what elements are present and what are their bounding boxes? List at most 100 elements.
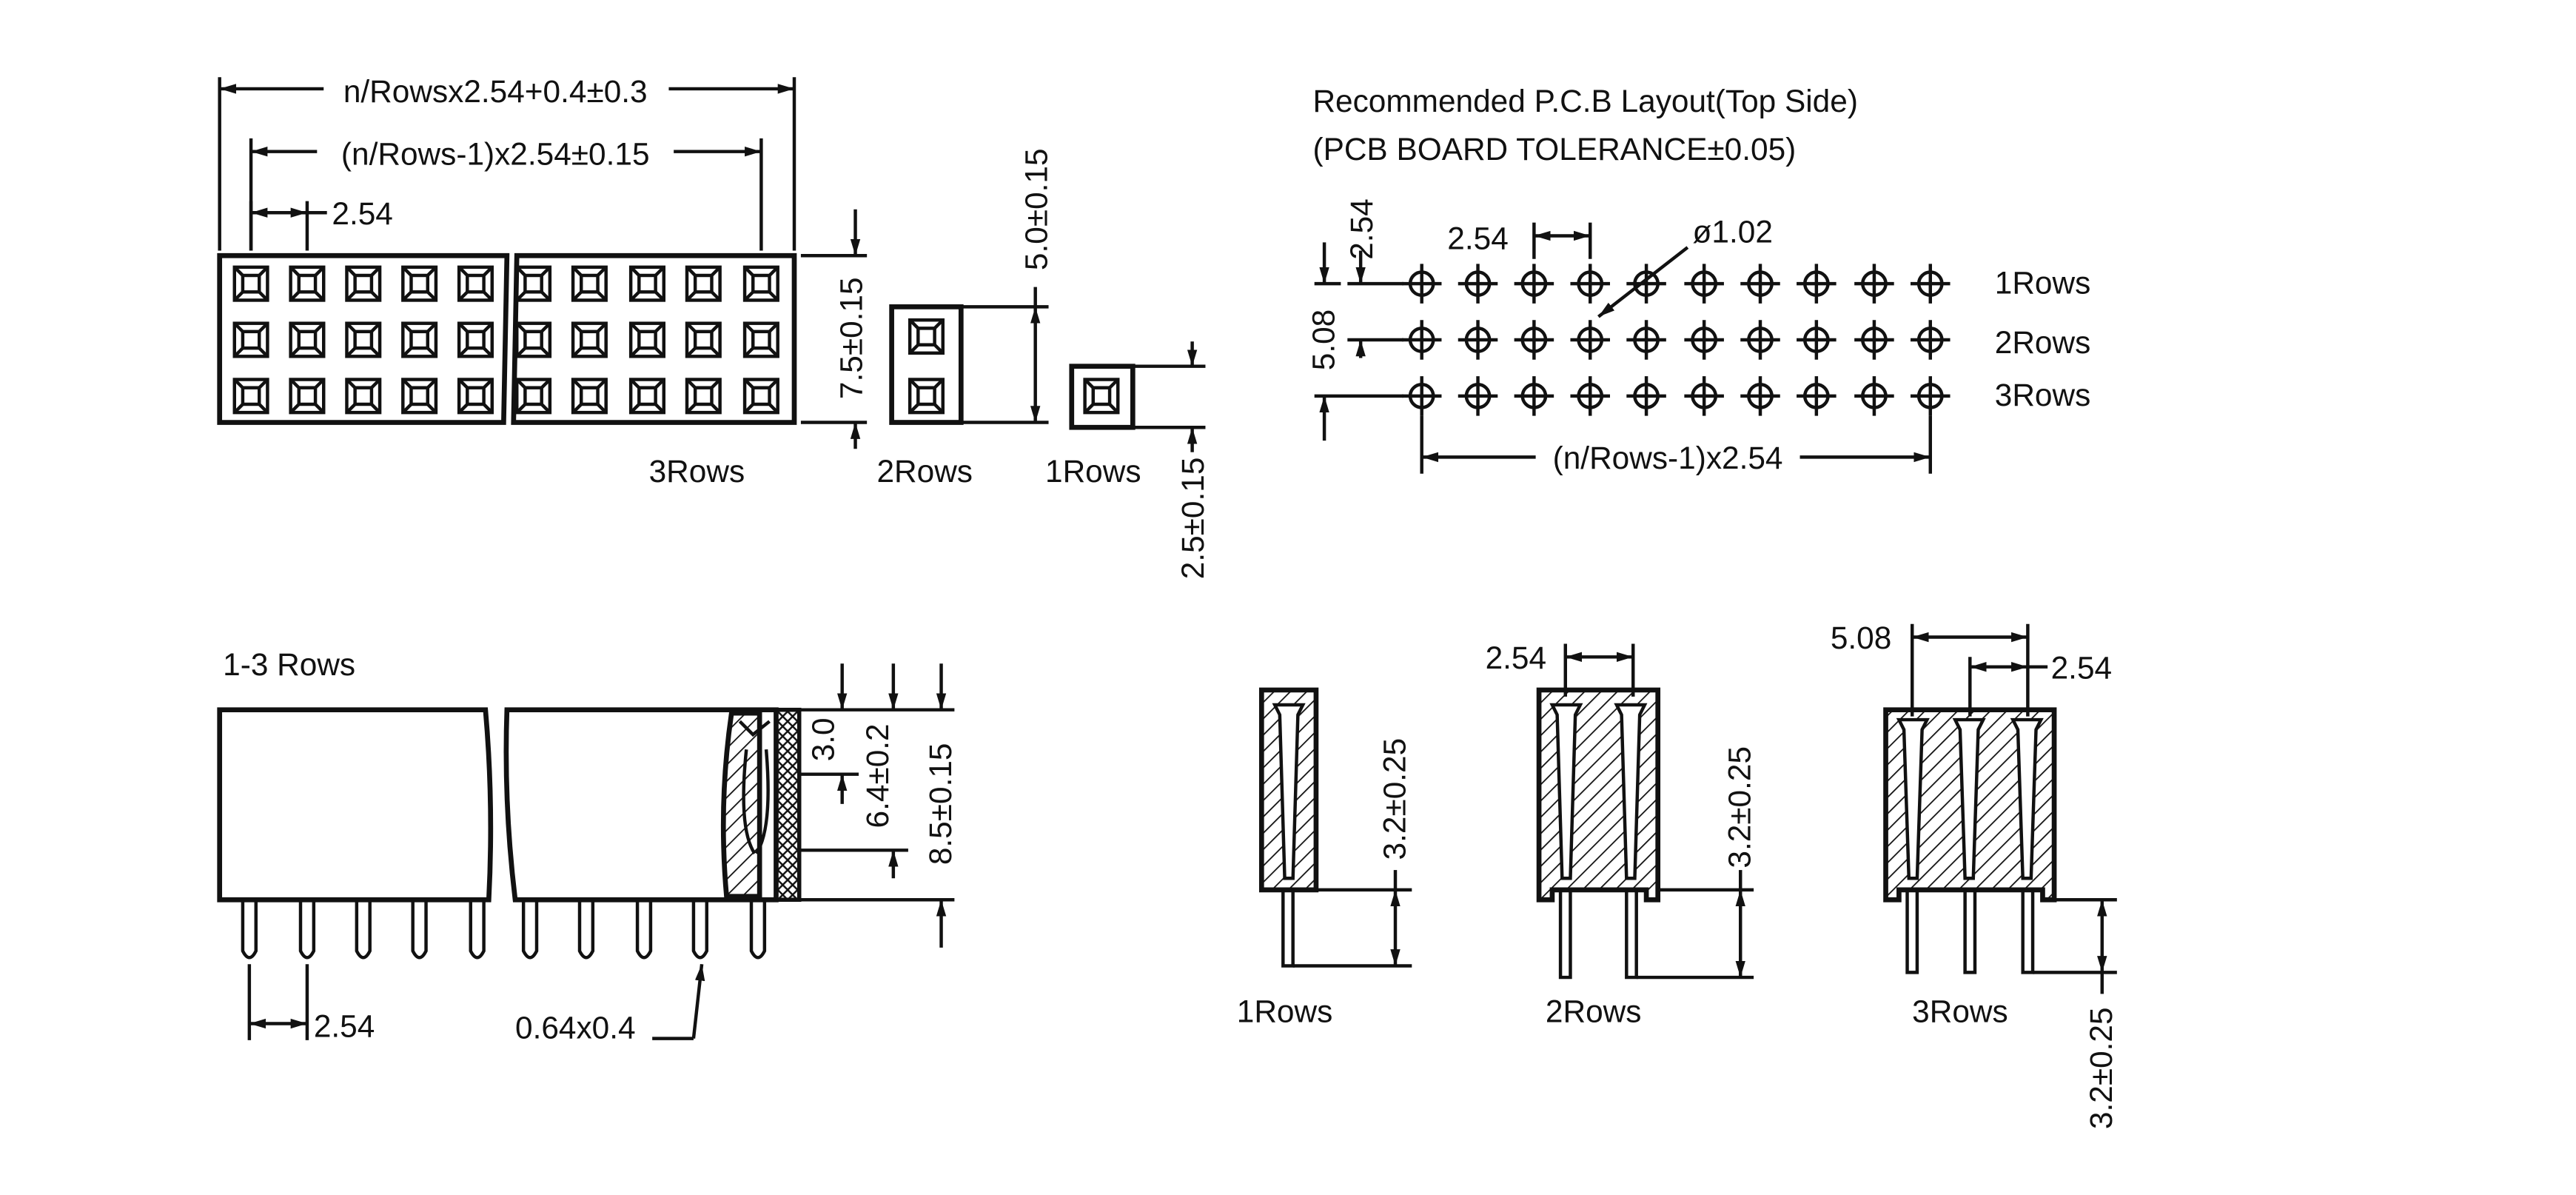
- dim-height-7-5: 7.5±0.15: [800, 209, 868, 449]
- contact-cell: [517, 267, 550, 301]
- contact-cell: [346, 324, 380, 357]
- side-dim-8-5: 8.5±0.15: [799, 663, 958, 948]
- pcb-hole: [1570, 264, 1610, 304]
- label-3rows-top: 3Rows: [649, 454, 745, 489]
- dim-pitch-top: 2.54: [249, 196, 393, 251]
- pcb-hole: [1854, 264, 1894, 304]
- pcb-hole: [1515, 320, 1554, 360]
- side-view-title: 1-3 Rows: [223, 647, 355, 682]
- contact-cell: [745, 324, 778, 357]
- pcb-hole: [1684, 376, 1724, 416]
- side-view-body: [217, 707, 802, 903]
- pcb-row-label-1: 1Rows: [1995, 266, 2091, 301]
- dim-height-2-5-label: 2.5±0.15: [1175, 458, 1210, 580]
- pcb-row-label-2: 2Rows: [1995, 325, 2091, 360]
- section-2rows-dim-label: 3.2±0.25: [1723, 746, 1757, 868]
- contact-cell: [687, 267, 720, 301]
- pcb-hole: [1740, 320, 1780, 360]
- pcb-dim-row-span: 5.08: [1306, 242, 1404, 441]
- pcb-hole: [1515, 264, 1554, 304]
- contact-cell: [687, 324, 720, 357]
- pcb-title-line2: (PCB BOARD TOLERANCE±0.05): [1312, 132, 1796, 167]
- contact-spring: [742, 749, 770, 855]
- section-3rows-span-label: 5.08: [1831, 620, 1891, 655]
- pin: [469, 900, 486, 960]
- pcb-hole: [1626, 376, 1666, 416]
- pcb-hole: [1570, 320, 1610, 360]
- pcb-hole: [1911, 320, 1951, 360]
- pcb-title-line1: Recommended P.C.B Layout(Top Side): [1312, 84, 1857, 118]
- section-3rows-pitch-label: 2.54: [2051, 650, 2112, 685]
- section-2rows: [1536, 687, 1661, 980]
- side-dim-8-5-label: 8.5±0.15: [923, 743, 958, 866]
- pcb-hole: [1911, 264, 1951, 304]
- pcb-dim-row-span-label: 5.08: [1306, 309, 1341, 370]
- pcb-hole-callout: ø1.02: [1597, 214, 1773, 318]
- contact-cell: [346, 380, 380, 413]
- side-dim-pitch-label: 2.54: [314, 1008, 375, 1043]
- contact-cell: [631, 380, 664, 413]
- section-2rows-dim: 2.54 3.2±0.25: [1486, 640, 1757, 980]
- section-label-2rows: 2Rows: [1546, 994, 1642, 1028]
- contact-cell: [235, 324, 268, 357]
- contact-cell: [403, 380, 436, 413]
- pcb-hole: [1458, 264, 1498, 304]
- side-dim-6-4-label: 6.4±0.2: [860, 723, 895, 828]
- body-right: [511, 252, 797, 425]
- dim-height-5-0: 5.0±0.15: [961, 148, 1053, 424]
- dim-height-7-5-label: 7.5±0.15: [833, 277, 868, 399]
- pcb-hole: [1684, 320, 1724, 360]
- pcb-hole: [1458, 320, 1498, 360]
- pcb-dim-pitch-y: 2.54: [1344, 198, 1404, 358]
- pcb-hole: [1402, 376, 1442, 416]
- side-view-housing-wall: [774, 707, 802, 903]
- dim-height-5-0-label: 5.0±0.15: [1019, 148, 1053, 270]
- pin: [241, 900, 258, 960]
- top-view-3rows: [217, 252, 797, 425]
- pcb-hole: [1854, 320, 1894, 360]
- section-3rows-dim: 5.08 2.54 3.2±0.25: [1831, 620, 2119, 1129]
- contact-cell: [291, 267, 324, 301]
- dim-span-label: (n/Rows-1)x2.54±0.15: [341, 137, 650, 172]
- contact-cell: [517, 380, 550, 413]
- dim-height-2-5: 2.5±0.15: [1133, 341, 1210, 579]
- pcb-hole: [1515, 376, 1554, 416]
- section-1row: [1258, 687, 1319, 968]
- contact-cell: [459, 267, 492, 301]
- side-dim-pitch: 2.54: [247, 964, 375, 1043]
- pcb-hole: [1740, 376, 1780, 416]
- contact-cell: [745, 267, 778, 301]
- pcb-dim-pitch-y-label: 2.54: [1344, 198, 1379, 259]
- pcb-hole: [1570, 376, 1610, 416]
- pin: [691, 900, 708, 960]
- dim-pitch-top-label: 2.54: [332, 196, 392, 231]
- pcb-hole-dia-label: ø1.02: [1693, 214, 1773, 249]
- side-view-pins: [241, 900, 767, 960]
- contact-cell: [291, 380, 324, 413]
- side-view-cutaway: [720, 710, 762, 900]
- contact-cell: [745, 380, 778, 413]
- dim-overall: n/Rowsx2.54+0.4±0.3: [218, 74, 796, 251]
- pcb-hole: [1458, 376, 1498, 416]
- contact-cell: [631, 324, 664, 357]
- pcb-row-label-3: 3Rows: [1995, 378, 2091, 412]
- dim-overall-label: n/Rowsx2.54+0.4±0.3: [343, 74, 648, 109]
- contact-cell: [573, 380, 606, 413]
- contact-cell: [459, 380, 492, 413]
- pcb-hole-grid: [1402, 264, 1951, 415]
- pin: [577, 900, 595, 960]
- side-dim-3-0-label: 3.0: [806, 717, 841, 761]
- pcb-hole: [1402, 264, 1442, 304]
- contact-cell: [573, 324, 606, 357]
- pcb-hole: [1740, 264, 1780, 304]
- pin-size-callout: 0.64x0.4: [515, 963, 705, 1045]
- pin: [355, 900, 372, 960]
- contact-cell: [517, 324, 550, 357]
- section-label-3rows: 3Rows: [1912, 994, 2008, 1028]
- contact-cell: [235, 380, 268, 413]
- contact-cell: [687, 380, 720, 413]
- contact-cell: [403, 324, 436, 357]
- contact-cell: [235, 267, 268, 301]
- top-view-2rows: [889, 304, 964, 425]
